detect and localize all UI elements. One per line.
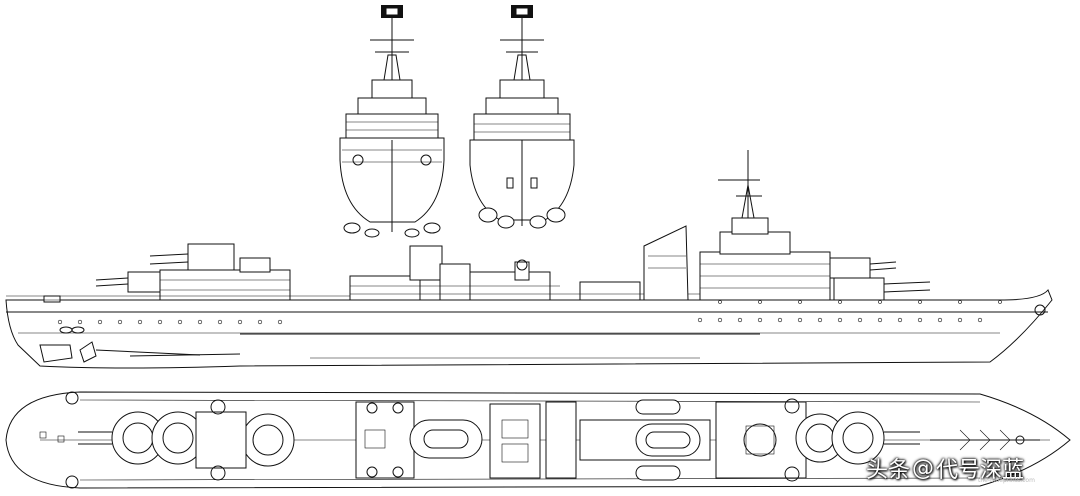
- side-portholes: [57, 300, 1002, 325]
- side-hull: [5, 289, 1053, 369]
- anchor-icon: [1034, 304, 1046, 316]
- site-credit: the-blueprints.com: [978, 477, 1035, 484]
- funnel: [643, 225, 689, 301]
- front-view: [339, 5, 445, 238]
- forward-turret-lower: [833, 277, 885, 301]
- forward-turret-upper: [829, 257, 871, 279]
- watermark-separator: @: [912, 455, 935, 481]
- plan-view: [5, 391, 1071, 489]
- aft-turret-upper: [187, 243, 235, 271]
- rudder: [39, 344, 73, 363]
- rear-view: [469, 5, 575, 229]
- side-profile: [5, 150, 1053, 369]
- watermark-platform: 头条: [866, 458, 911, 483]
- plan-aft-turret-3: [241, 413, 295, 467]
- watermark-author: 代号深蓝: [936, 458, 1025, 483]
- plan-aft-funnel: [409, 419, 483, 459]
- plan-bridge: [715, 401, 807, 479]
- author-watermark: 头条 @ 代号深蓝: [866, 450, 1024, 486]
- plan-fwd-turret-2: [831, 411, 885, 465]
